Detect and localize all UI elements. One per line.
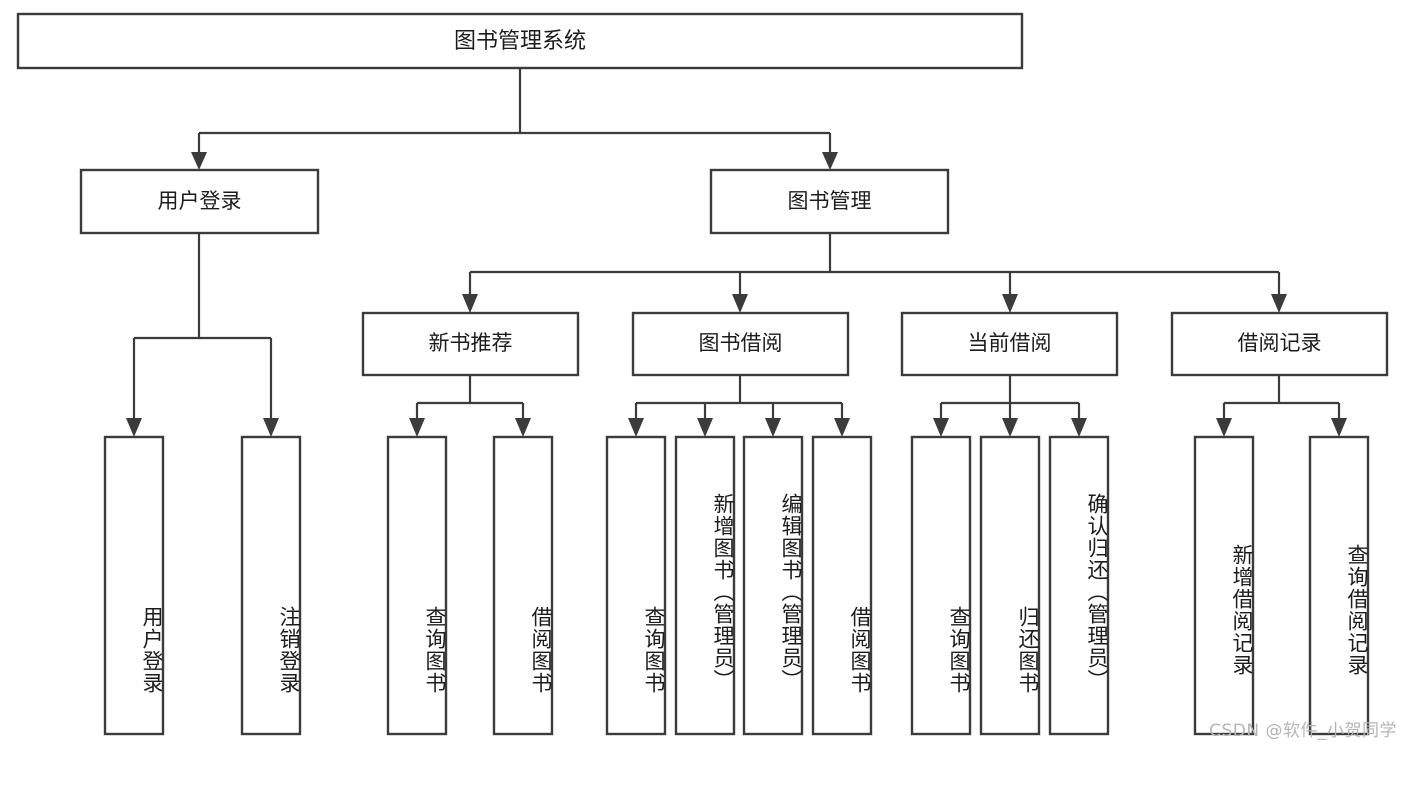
arrow-to-new-book-recommend bbox=[462, 294, 478, 313]
node-leaf-borrow-book-2-box[interactable] bbox=[811, 435, 873, 736]
arrow-root-to-user-login bbox=[191, 152, 207, 170]
arrow-to-leaf-borrow-book-2 bbox=[834, 418, 850, 437]
node-book-borrow[interactable]: 图书借阅 bbox=[631, 311, 850, 377]
arrow-to-leaf-query-record bbox=[1331, 418, 1347, 437]
node-new-book-recommend[interactable]: 新书推荐 bbox=[361, 311, 580, 377]
node-leaf-add-record-box[interactable] bbox=[1193, 435, 1255, 736]
arrow-to-leaf-add-book bbox=[697, 418, 713, 437]
node-book-borrow-label: 图书借阅 bbox=[699, 331, 783, 355]
flowchart-svg: 图书管理系统 用户登录 图书管理 新书推荐 图书借阅 当前借阅 借阅记录 bbox=[16, 12, 1389, 736]
node-book-management[interactable]: 图书管理 bbox=[709, 168, 950, 235]
node-leaf-query-book-1-box[interactable] bbox=[386, 435, 448, 736]
node-leaf-user-login-box[interactable] bbox=[103, 435, 165, 736]
node-root-box[interactable] bbox=[16, 12, 1024, 70]
edge-group-new-book-recommend-to-leaves bbox=[409, 375, 531, 437]
arrow-root-to-book-management bbox=[822, 152, 838, 170]
node-leaf-confirm-return-box[interactable] bbox=[1048, 435, 1110, 736]
arrow-to-leaf-logout bbox=[263, 418, 279, 437]
arrow-to-leaf-user-login bbox=[126, 418, 142, 437]
arrow-to-leaf-confirm-return bbox=[1071, 418, 1087, 437]
node-leaf-add-book-box[interactable] bbox=[674, 435, 736, 736]
edge-group-book-borrow-to-leaves bbox=[628, 375, 850, 437]
edge-group-user-login-to-leaves bbox=[126, 233, 279, 437]
watermark-text: CSDN @软件_小贺同学 bbox=[1209, 721, 1397, 741]
node-leaf-query-record-box[interactable] bbox=[1308, 435, 1370, 736]
node-root-label: 图书管理系统 bbox=[454, 29, 586, 54]
node-book-borrow-box[interactable] bbox=[631, 311, 850, 377]
arrow-to-leaf-return-book bbox=[1002, 418, 1018, 437]
arrow-to-leaf-edit-book bbox=[765, 418, 781, 437]
node-leaf-return-book-box[interactable] bbox=[979, 435, 1041, 736]
node-current-borrow[interactable]: 当前借阅 bbox=[900, 311, 1119, 377]
node-user-login[interactable]: 用户登录 bbox=[79, 168, 320, 235]
node-borrow-record-label: 借阅记录 bbox=[1238, 331, 1322, 355]
node-new-book-recommend-label: 新书推荐 bbox=[429, 331, 513, 355]
node-leaf-query-book-2-box[interactable] bbox=[605, 435, 667, 736]
edge-group-current-borrow-to-leaves bbox=[933, 375, 1087, 437]
arrow-to-current-borrow bbox=[1002, 294, 1018, 313]
node-book-management-box[interactable] bbox=[709, 168, 950, 235]
node-user-login-label: 用户登录 bbox=[158, 189, 242, 213]
node-borrow-record-box[interactable] bbox=[1170, 311, 1389, 377]
arrow-to-leaf-borrow-book-1 bbox=[515, 418, 531, 437]
node-leaf-borrow-book-1-box[interactable] bbox=[492, 435, 554, 736]
node-current-borrow-box[interactable] bbox=[900, 311, 1119, 377]
arrow-to-book-borrow bbox=[732, 294, 748, 313]
edge-group-book-management-to-level3 bbox=[462, 233, 1287, 313]
arrow-to-borrow-record bbox=[1271, 294, 1287, 313]
node-new-book-recommend-box[interactable] bbox=[361, 311, 580, 377]
node-leaf-logout-box[interactable] bbox=[240, 435, 302, 736]
node-borrow-record[interactable]: 借阅记录 bbox=[1170, 311, 1389, 377]
arrow-to-leaf-query-book-3 bbox=[933, 418, 949, 437]
node-user-login-box[interactable] bbox=[79, 168, 320, 235]
node-root[interactable]: 图书管理系统 bbox=[16, 12, 1024, 70]
edge-group-borrow-record-to-leaves bbox=[1216, 375, 1347, 437]
arrow-to-leaf-add-record bbox=[1216, 418, 1232, 437]
leaf-boxes bbox=[103, 435, 1370, 736]
node-leaf-query-book-3-box[interactable] bbox=[910, 435, 972, 736]
node-leaf-edit-book-box[interactable] bbox=[742, 435, 804, 736]
node-book-management-label: 图书管理 bbox=[788, 189, 872, 213]
arrow-to-leaf-query-book-1 bbox=[409, 418, 425, 437]
arrow-to-leaf-query-book-2 bbox=[628, 418, 644, 437]
edge-group-root-to-level2 bbox=[191, 68, 838, 170]
diagram-canvas: 图书管理系统 用户登录 图书管理 新书推荐 图书借阅 当前借阅 借阅记录 bbox=[16, 12, 1397, 741]
node-current-borrow-label: 当前借阅 bbox=[968, 331, 1052, 355]
